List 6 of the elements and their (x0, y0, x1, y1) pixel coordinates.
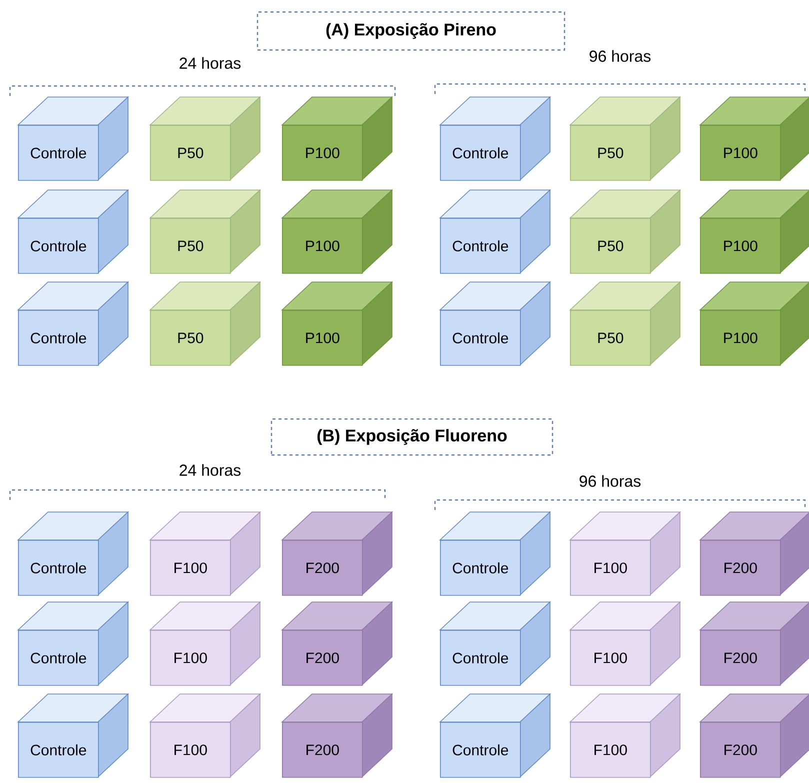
title-box: (B) Exposição Fluoreno (270, 418, 554, 456)
title-box: (A) Exposição Pireno (256, 11, 566, 51)
group-label: 24 horas (176, 55, 244, 71)
group-label: 24 horas (176, 462, 244, 478)
group-label: 96 horas (576, 473, 644, 489)
group-label: 96 horas (586, 48, 654, 64)
